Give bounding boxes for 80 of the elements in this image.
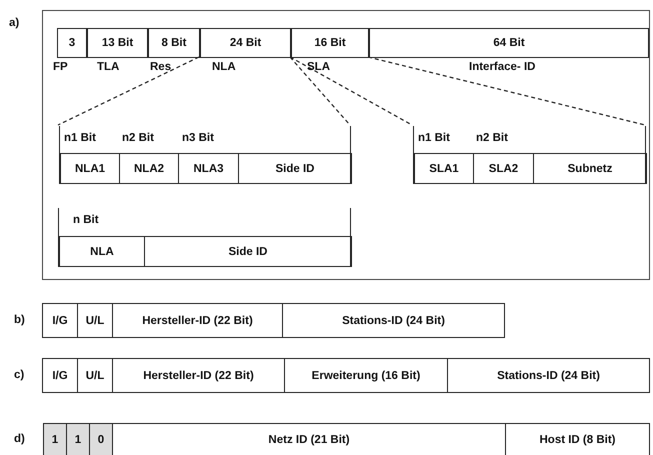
dashed-connector <box>368 56 646 126</box>
bit-width-label: n1 Bit <box>64 132 96 144</box>
field-name: TLA <box>97 61 120 73</box>
bit-field <box>119 153 179 184</box>
bit-field <box>369 28 649 58</box>
bit-field <box>178 153 239 184</box>
bit-field <box>447 358 650 393</box>
bit-width-label: n2 Bit <box>476 132 508 144</box>
field-label: 1 <box>74 434 82 446</box>
field-label: Subnetz <box>568 162 612 174</box>
field-breakdown <box>58 208 351 267</box>
bit-field <box>238 153 352 184</box>
field-label: 13 Bit <box>102 37 134 49</box>
field-label: NLA3 <box>193 162 224 174</box>
bit-field <box>144 236 352 267</box>
bit-field <box>77 358 113 393</box>
field-label: Side ID <box>228 246 268 258</box>
field-label: Netz ID (21 Bit) <box>268 434 350 446</box>
field-label: I/G <box>52 370 68 382</box>
panel-letter: d) <box>14 433 25 445</box>
panel-letter: b) <box>14 314 25 326</box>
field-breakdown <box>413 126 646 184</box>
field-label: 3 <box>68 37 76 49</box>
field-label: NLA2 <box>134 162 164 174</box>
bit-field <box>87 28 148 58</box>
field-label: NLA1 <box>74 162 106 174</box>
bit-field <box>414 153 474 184</box>
field-label: Hersteller-ID (22 Bit) <box>143 370 254 382</box>
bit-field <box>89 423 113 455</box>
bit-field <box>60 153 120 184</box>
bit-field <box>533 153 647 184</box>
bit-field <box>112 358 285 393</box>
bit-field <box>59 236 145 267</box>
bit-field <box>112 303 283 338</box>
dashed-connector <box>290 56 350 126</box>
field-label: 16 Bit <box>314 37 346 49</box>
bit-field <box>77 303 113 338</box>
field-label: 0 <box>98 434 104 446</box>
bit-field <box>505 423 650 455</box>
field-label: Host ID (8 Bit) <box>539 434 616 446</box>
field-name: SLA <box>307 61 330 73</box>
field-label: Erweiterung (16 Bit) <box>312 370 420 382</box>
field-label: 1 <box>52 434 58 446</box>
field-label: 64 Bit <box>493 37 525 49</box>
panel-letter: c) <box>14 369 24 381</box>
field-label: NLA <box>90 246 114 258</box>
bit-field <box>42 303 78 338</box>
bit-field <box>42 358 78 393</box>
dashed-connector <box>58 56 200 126</box>
bit-field <box>291 28 369 58</box>
bit-field <box>57 28 87 58</box>
field-name: Interface- ID <box>469 61 536 73</box>
field-label: I/G <box>52 314 68 326</box>
field-breakdown <box>59 126 351 184</box>
dashed-connector <box>290 56 412 126</box>
bit-width-label: n3 Bit <box>182 132 214 144</box>
field-label: SLA1 <box>429 162 459 174</box>
bit-field <box>43 423 67 455</box>
field-label: SLA2 <box>488 162 518 174</box>
panel-letter: a) <box>9 17 20 29</box>
bit-field <box>66 423 90 455</box>
field-name: FP <box>53 61 68 73</box>
field-label: Side ID <box>276 162 314 174</box>
field-label: Stations-ID (24 Bit) <box>497 370 600 382</box>
field-label: Stations-ID (24 Bit) <box>342 314 445 326</box>
field-name: NLA <box>212 61 236 73</box>
bit-field <box>200 28 291 58</box>
bit-width-label: n2 Bit <box>122 132 154 144</box>
field-label: U/L <box>86 314 104 326</box>
bit-field <box>148 28 200 58</box>
bit-field <box>473 153 534 184</box>
bit-width-label: n Bit <box>73 214 99 226</box>
field-label: 24 Bit <box>230 37 262 49</box>
bit-field <box>284 358 448 393</box>
bit-field <box>282 303 505 338</box>
bit-width-label: n1 Bit <box>418 132 450 144</box>
field-label: 8 Bit <box>162 37 186 49</box>
field-label: U/L <box>86 370 104 382</box>
field-name: Res <box>150 61 172 73</box>
field-label: Hersteller-ID (22 Bit) <box>142 314 253 326</box>
